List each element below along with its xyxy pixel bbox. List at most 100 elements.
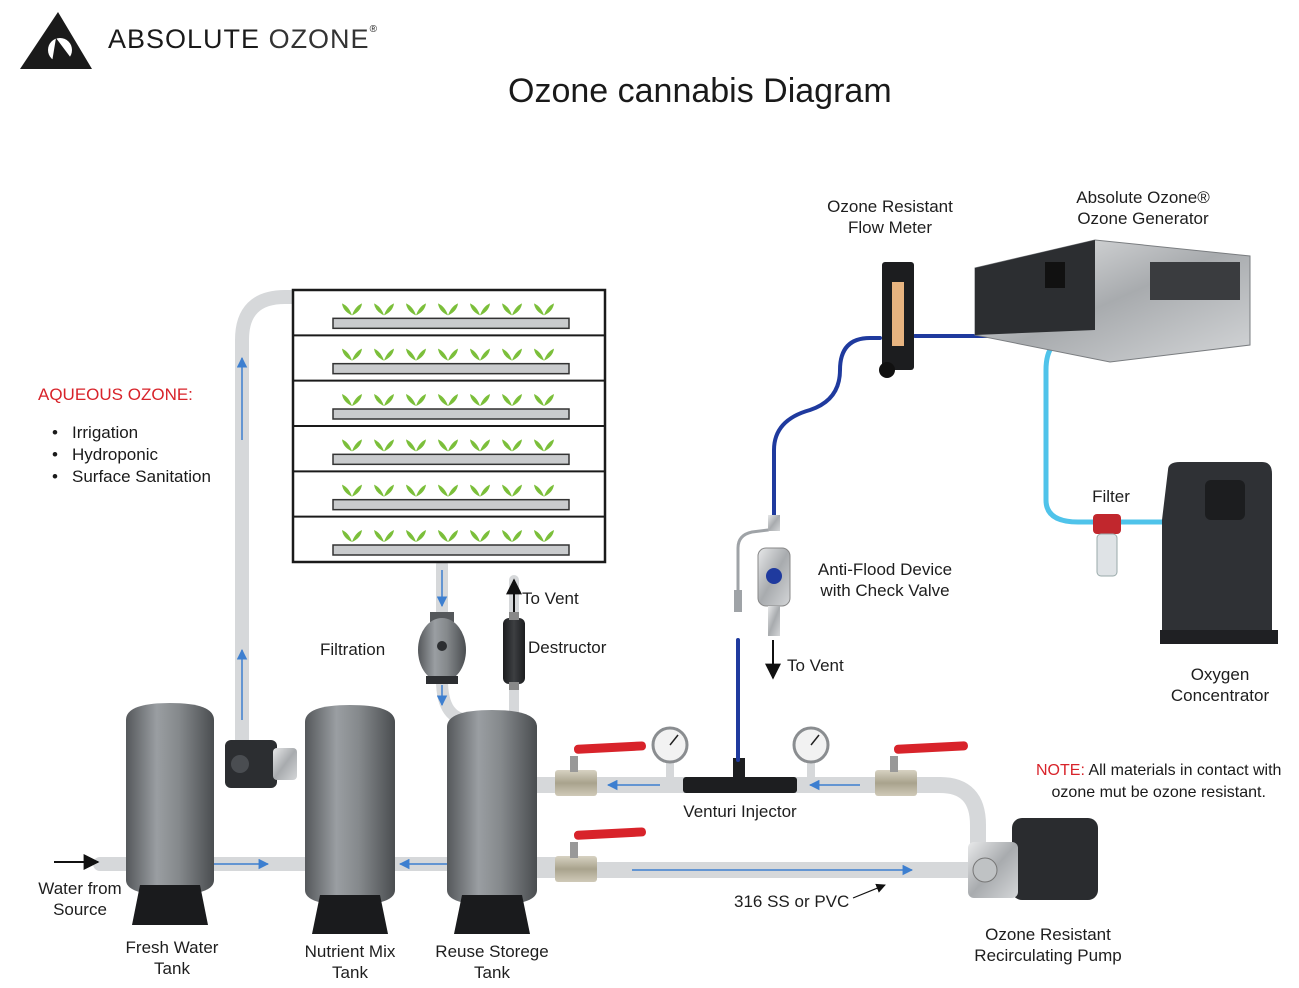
aqueous-ozone-item: Hydroponic bbox=[52, 444, 211, 466]
plant-icon bbox=[502, 439, 522, 452]
note-line1-text: All materials in contact with bbox=[1084, 762, 1282, 779]
plant-icon bbox=[342, 439, 362, 452]
brand-name-part1: ABSOLUTE bbox=[108, 24, 261, 54]
water-source-label: Water from Source bbox=[32, 878, 128, 920]
plant-icon bbox=[502, 484, 522, 497]
plant-icon bbox=[406, 394, 426, 406]
grow-tray bbox=[332, 317, 570, 330]
to-vent-bottom-label: To Vent bbox=[787, 656, 844, 675]
plant-icon bbox=[470, 439, 490, 452]
anti-flood-device-icon bbox=[734, 515, 791, 636]
materials-note-line1: NOTE: All materials in contact with bbox=[1036, 760, 1281, 782]
grow-tray bbox=[332, 362, 570, 375]
plant-icon bbox=[374, 530, 394, 542]
filter-icon bbox=[1093, 514, 1121, 577]
feed-pump-icon bbox=[225, 740, 297, 788]
plant-icon bbox=[502, 303, 522, 316]
plant-icon bbox=[470, 484, 490, 497]
plant-icon bbox=[342, 530, 362, 542]
reuse-storage-tank-label-line1: Reuse Storege bbox=[435, 942, 549, 961]
fresh-water-tank-shape bbox=[126, 703, 214, 925]
reuse-storage-tank-label-line2: Tank bbox=[474, 963, 510, 982]
pressure-gauges bbox=[651, 726, 830, 764]
pipe-material-label: 316 SS or PVC bbox=[734, 892, 850, 911]
plant-icon bbox=[406, 484, 426, 497]
destructor-label: Destructor bbox=[528, 638, 607, 657]
plant-icon bbox=[470, 348, 490, 361]
ball-valves bbox=[555, 741, 968, 882]
to-vent-top-label: To Vent bbox=[522, 589, 579, 608]
flow-meter-label-line1: Ozone Resistant bbox=[827, 197, 953, 216]
flow-meter-icon bbox=[879, 262, 914, 378]
black-arrows bbox=[54, 578, 886, 899]
water-source-label-line2: Source bbox=[53, 900, 107, 919]
venturi-injector-label: Venturi Injector bbox=[683, 802, 797, 821]
oxygen-concentrator-label-line1: Oxygen bbox=[1190, 665, 1250, 684]
plant-icon bbox=[534, 303, 554, 316]
nutrient-mix-tank-label-line2: Tank bbox=[332, 963, 368, 982]
note-line2-text: ozone mut be ozone resistant. bbox=[1051, 784, 1266, 801]
anti-flood-label: Anti-Flood Device with Check Valve bbox=[812, 559, 958, 601]
plant-icon bbox=[342, 348, 362, 361]
anti-flood-label-line1: Anti-Flood Device bbox=[817, 560, 953, 579]
filter-label: Filter bbox=[1092, 487, 1130, 506]
ozone-generator-icon bbox=[974, 239, 1251, 363]
filtration-unit-icon bbox=[418, 612, 466, 684]
plant-icon bbox=[502, 394, 522, 406]
reuse-storage-tank-label: Reuse Storege Tank bbox=[432, 941, 552, 983]
aqueous-ozone-item: Irrigation bbox=[52, 422, 211, 444]
ozone-generator-label: Absolute Ozone® Ozone Generator bbox=[1070, 187, 1216, 229]
plant-icon bbox=[374, 394, 394, 406]
recirculating-pump-icon bbox=[968, 818, 1098, 900]
brand-logo-icon bbox=[20, 12, 92, 69]
nutrient-mix-tank-shape bbox=[305, 705, 395, 934]
oxygen-concentrator-label: Oxygen Concentrator bbox=[1160, 664, 1280, 706]
nutrient-mix-tank-label: Nutrient Mix Tank bbox=[298, 941, 402, 983]
aqueous-ozone-heading: AQUEOUS OZONE: bbox=[38, 385, 193, 404]
plant-icon bbox=[406, 439, 426, 452]
plant-icon bbox=[406, 303, 426, 316]
plant-icon bbox=[534, 348, 554, 361]
anti-flood-label-line2: with Check Valve bbox=[820, 581, 950, 600]
brand-name: ABSOLUTE OZONE® bbox=[108, 24, 378, 55]
plant-icon bbox=[438, 394, 458, 406]
grow-tray bbox=[332, 453, 570, 466]
plant-icon bbox=[502, 530, 522, 542]
note-prefix: NOTE: bbox=[1036, 762, 1085, 779]
fresh-water-tank-label-line2: Tank bbox=[154, 959, 190, 978]
plant-icon bbox=[438, 484, 458, 497]
plant-icon bbox=[438, 530, 458, 542]
recirculating-pump-label-line1: Ozone Resistant bbox=[985, 925, 1111, 944]
plant-icon bbox=[438, 303, 458, 316]
flow-meter-label: Ozone Resistant Flow Meter bbox=[822, 196, 958, 238]
plant-icon bbox=[534, 439, 554, 452]
brand-registered-mark: ® bbox=[369, 24, 378, 35]
plant-icon bbox=[374, 303, 394, 316]
ozone-generator-label-line1: Absolute Ozone® bbox=[1076, 188, 1210, 207]
plant-icon bbox=[342, 303, 362, 316]
plant-icon bbox=[438, 439, 458, 452]
plant-icon bbox=[406, 530, 426, 542]
plant-icon bbox=[374, 484, 394, 497]
recirculating-pump-label: Ozone Resistant Recirculating Pump bbox=[968, 924, 1128, 966]
brand-name-part2: OZONE bbox=[268, 24, 370, 54]
plant-icon bbox=[470, 303, 490, 316]
plant-icon bbox=[470, 530, 490, 542]
flow-meter-label-line2: Flow Meter bbox=[847, 218, 933, 237]
plant-icon bbox=[374, 439, 394, 452]
venturi-injector-icon bbox=[683, 758, 797, 793]
page-title: Ozone cannabis Diagram bbox=[508, 72, 892, 110]
aqueous-ozone-list: Irrigation Hydroponic Surface Sanitation bbox=[52, 422, 211, 488]
grow-tray bbox=[332, 498, 570, 511]
plant-icon bbox=[534, 394, 554, 406]
fresh-water-tank-label: Fresh Water Tank bbox=[120, 937, 224, 979]
plant-icon bbox=[342, 484, 362, 497]
materials-note: NOTE: All materials in contact with ozon… bbox=[1036, 760, 1281, 804]
grow-rack bbox=[291, 288, 607, 564]
oxygen-concentrator-label-line2: Concentrator bbox=[1170, 686, 1270, 705]
nutrient-mix-tank-label-line1: Nutrient Mix bbox=[304, 942, 396, 961]
plant-icon bbox=[342, 394, 362, 406]
ozone-generator-label-line2: Ozone Generator bbox=[1077, 209, 1209, 228]
